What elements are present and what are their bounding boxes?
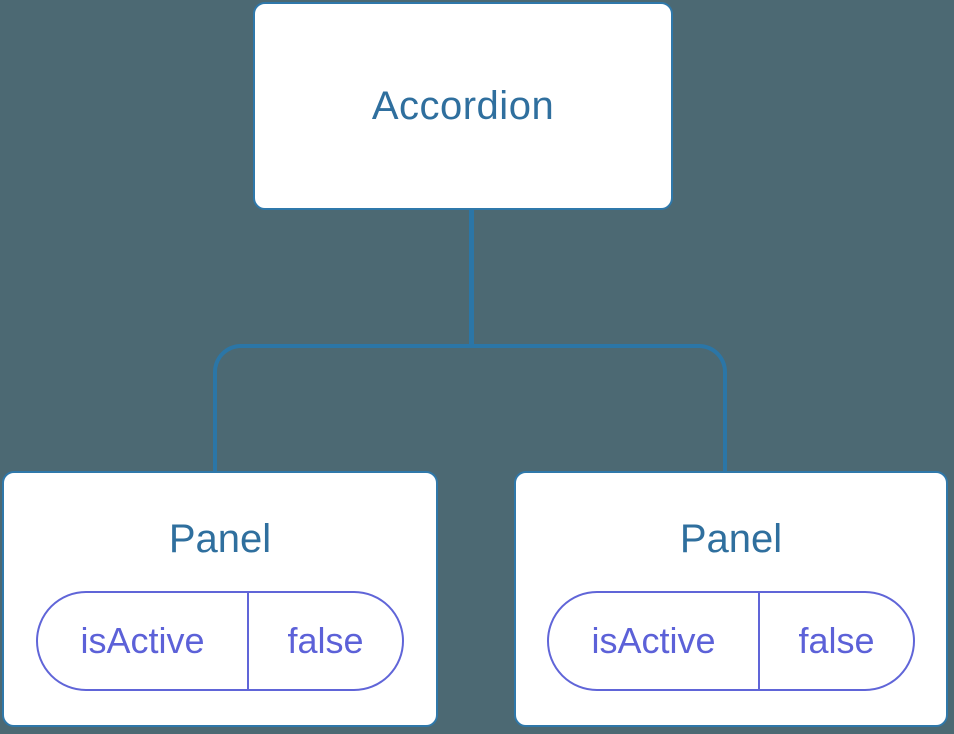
panel-node-label: Panel bbox=[679, 517, 783, 561]
panel-node-right: Panel isActive false bbox=[514, 471, 948, 727]
accordion-node: Accordion bbox=[253, 2, 673, 210]
state-value: false bbox=[287, 620, 364, 661]
state-key: isActive bbox=[549, 593, 761, 689]
state-pill: isActive false bbox=[36, 591, 404, 691]
state-value: false bbox=[798, 620, 875, 661]
panel-node-left: Panel isActive false bbox=[2, 471, 438, 727]
panel-node-label: Panel bbox=[168, 517, 272, 561]
state-key: isActive bbox=[38, 593, 250, 689]
state-pill: isActive false bbox=[547, 591, 915, 691]
connector-stem bbox=[469, 210, 474, 346]
accordion-node-label: Accordion bbox=[371, 84, 555, 128]
connector-bracket bbox=[213, 344, 727, 471]
